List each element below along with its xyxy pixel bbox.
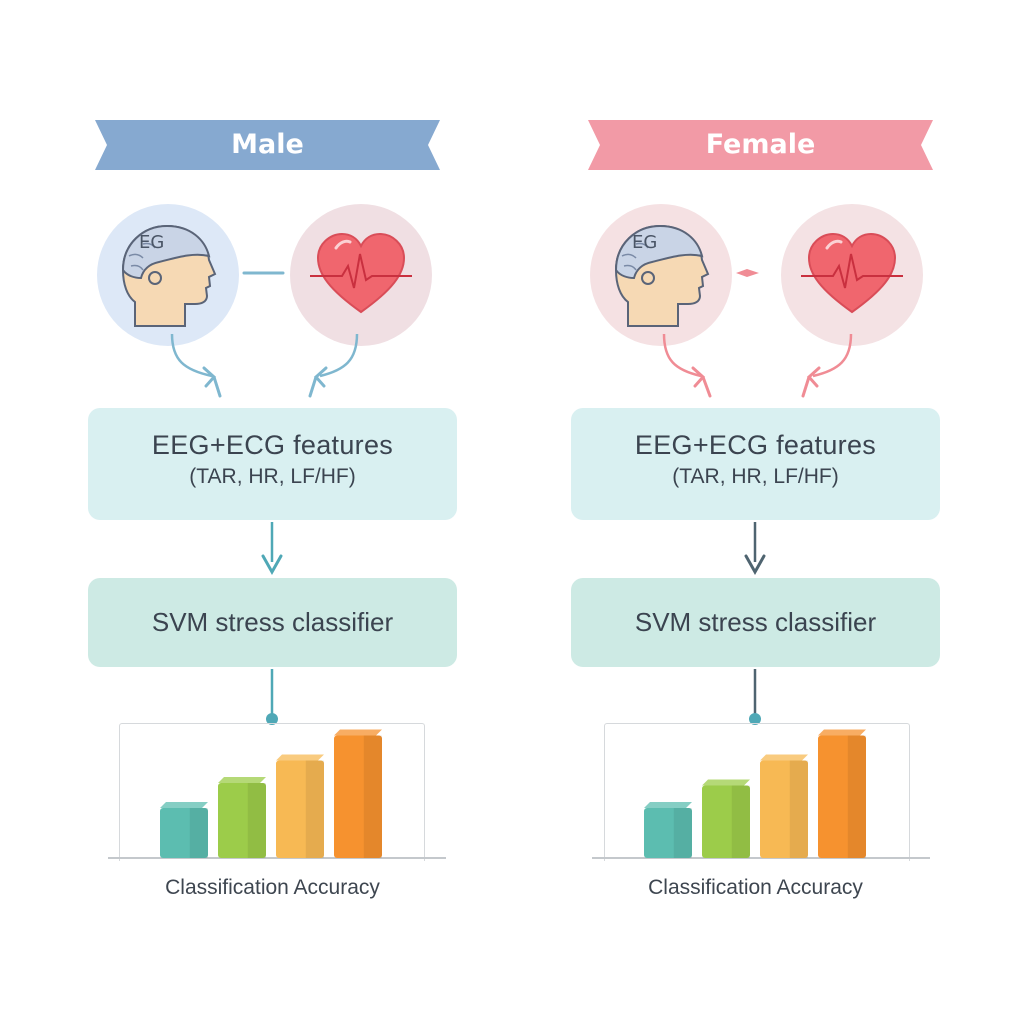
- male-connectors: [170, 271, 359, 725]
- female-connectors: [662, 269, 853, 725]
- classifier-box: SVM stress classifier: [571, 578, 940, 667]
- chart-title: Classification Accuracy: [165, 876, 380, 899]
- features-subtitle: (TAR, HR, LF/HF): [189, 465, 356, 488]
- accuracy-chart: [592, 729, 930, 859]
- accuracy-bar-1: [644, 802, 692, 858]
- heart-ecg-icon: [310, 232, 412, 314]
- accuracy-chart-frame: [604, 723, 910, 861]
- accuracy-bar-2: [702, 779, 750, 858]
- features-title: EEG+ECG features: [634, 430, 877, 460]
- accuracy-chart: [108, 729, 446, 859]
- female-banner: Female: [588, 120, 933, 170]
- ecg-circle: [781, 204, 923, 346]
- features-title: EEG+ECG features: [151, 430, 394, 460]
- features-box: EEG+ECG features (TAR, HR, LF/HF): [571, 408, 940, 520]
- eeg-circle: EG: [590, 204, 732, 346]
- accuracy-bar-4: [818, 729, 866, 858]
- banner-ribbon-shape: [588, 120, 933, 170]
- head-profile-icon: [121, 224, 217, 327]
- eeg-head-label: EG: [632, 232, 658, 253]
- male-banner: Male: [95, 120, 440, 170]
- classifier-box: SVM stress classifier: [88, 578, 457, 667]
- male-panel: Male EG EEG+ECG features (TAR, HR, LF/HF…: [88, 120, 457, 899]
- banner-ribbon-shape: [95, 120, 440, 170]
- accuracy-bar-3: [760, 754, 808, 858]
- accuracy-chart-frame: [119, 723, 425, 861]
- eeg-circle: EG: [97, 204, 239, 346]
- accuracy-bar-3: [276, 754, 324, 858]
- chart-title: Classification Accuracy: [648, 876, 863, 899]
- accuracy-bar-1: [160, 802, 208, 858]
- female-panel: Female EG EEG+ECG features (TAR, HR, LF/…: [483, 0, 995, 1024]
- banner-title: Female: [705, 129, 816, 160]
- banner-title: Male: [231, 129, 304, 160]
- features-box: EEG+ECG features (TAR, HR, LF/HF): [88, 408, 457, 520]
- accuracy-bar-2: [218, 777, 266, 858]
- eeg-head-label: EG: [139, 232, 165, 253]
- features-subtitle: (TAR, HR, LF/HF): [672, 465, 839, 488]
- accuracy-bar-4: [334, 729, 382, 858]
- heart-ecg-icon: [801, 232, 903, 314]
- head-profile-icon: [614, 224, 710, 327]
- ecg-circle: [290, 204, 432, 346]
